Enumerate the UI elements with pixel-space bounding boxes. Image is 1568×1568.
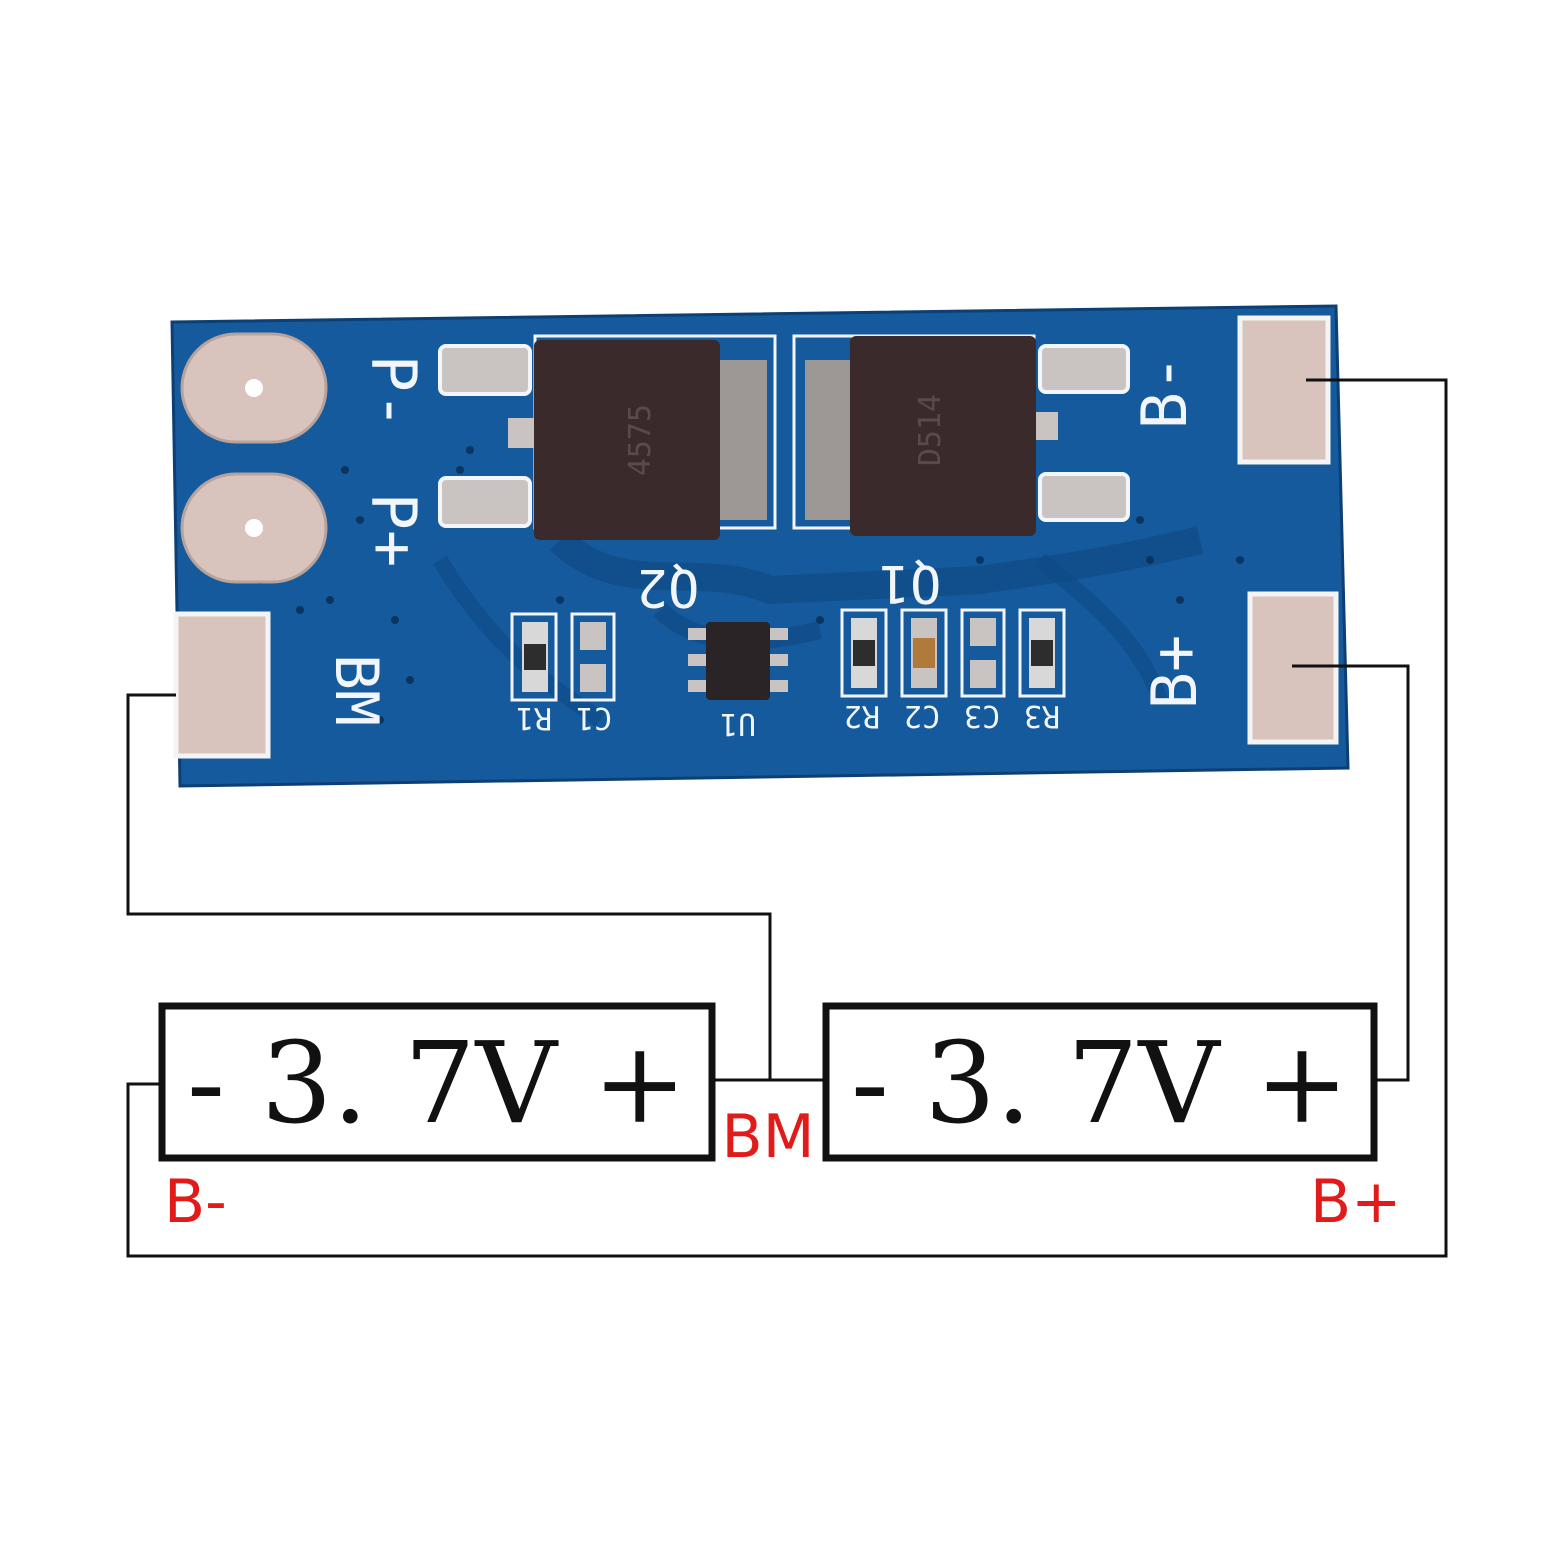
b-plus-red-label: B+ bbox=[1310, 1167, 1401, 1237]
q2-label: Q2 bbox=[637, 557, 700, 617]
r1-label: R1 bbox=[516, 700, 552, 735]
ic-u1 bbox=[688, 622, 788, 700]
battery-cell-2: - 3. 7V + bbox=[822, 1002, 1378, 1162]
q1-marking: D514 bbox=[913, 394, 948, 466]
bm-red-label: BM bbox=[722, 1102, 815, 1172]
b-plus-board-label: B+ bbox=[1138, 635, 1211, 710]
mosfet-q2: 4575 bbox=[438, 334, 777, 540]
p-plus-label: P+ bbox=[357, 493, 430, 568]
b-minus-red-label: B- bbox=[164, 1167, 227, 1237]
b-plus-pad bbox=[1247, 591, 1339, 745]
wire-b-plus bbox=[1292, 664, 1410, 1082]
c3-label: C3 bbox=[964, 698, 1000, 733]
wires bbox=[126, 378, 1448, 1258]
r3-label: R3 bbox=[1024, 698, 1060, 733]
b-minus-pad bbox=[1237, 315, 1331, 465]
p-minus-label: P- bbox=[357, 355, 430, 430]
r2-label: R2 bbox=[844, 698, 880, 733]
battery-cell-1: - 3. 7V + bbox=[158, 1002, 716, 1162]
capacitor-c3 bbox=[960, 608, 1006, 698]
capacitor-c2 bbox=[900, 608, 948, 698]
battery-cell-2-text: - 3. 7V + bbox=[851, 1019, 1349, 1149]
resistor-r2 bbox=[840, 608, 888, 698]
bm-board-label: BM bbox=[321, 654, 391, 726]
resistor-r1 bbox=[510, 612, 558, 702]
bm-pad bbox=[173, 611, 271, 759]
c2-label: C2 bbox=[904, 698, 940, 733]
wire-bm bbox=[126, 693, 772, 1080]
p-minus-pad bbox=[180, 332, 328, 444]
capacitor-c1 bbox=[570, 612, 616, 702]
battery-cell-1-text: - 3. 7V + bbox=[187, 1019, 687, 1149]
b-minus-board-label: B- bbox=[1128, 355, 1201, 430]
resistor-r3 bbox=[1018, 608, 1066, 698]
c1-label: C1 bbox=[576, 700, 612, 735]
u1-label: U1 bbox=[720, 706, 756, 741]
q1-label: Q1 bbox=[879, 553, 942, 613]
q2-marking: 4575 bbox=[623, 404, 658, 476]
mosfet-q1: D514 bbox=[792, 334, 1130, 536]
wire-b-minus bbox=[126, 378, 1448, 1258]
p-plus-pad bbox=[180, 472, 328, 584]
